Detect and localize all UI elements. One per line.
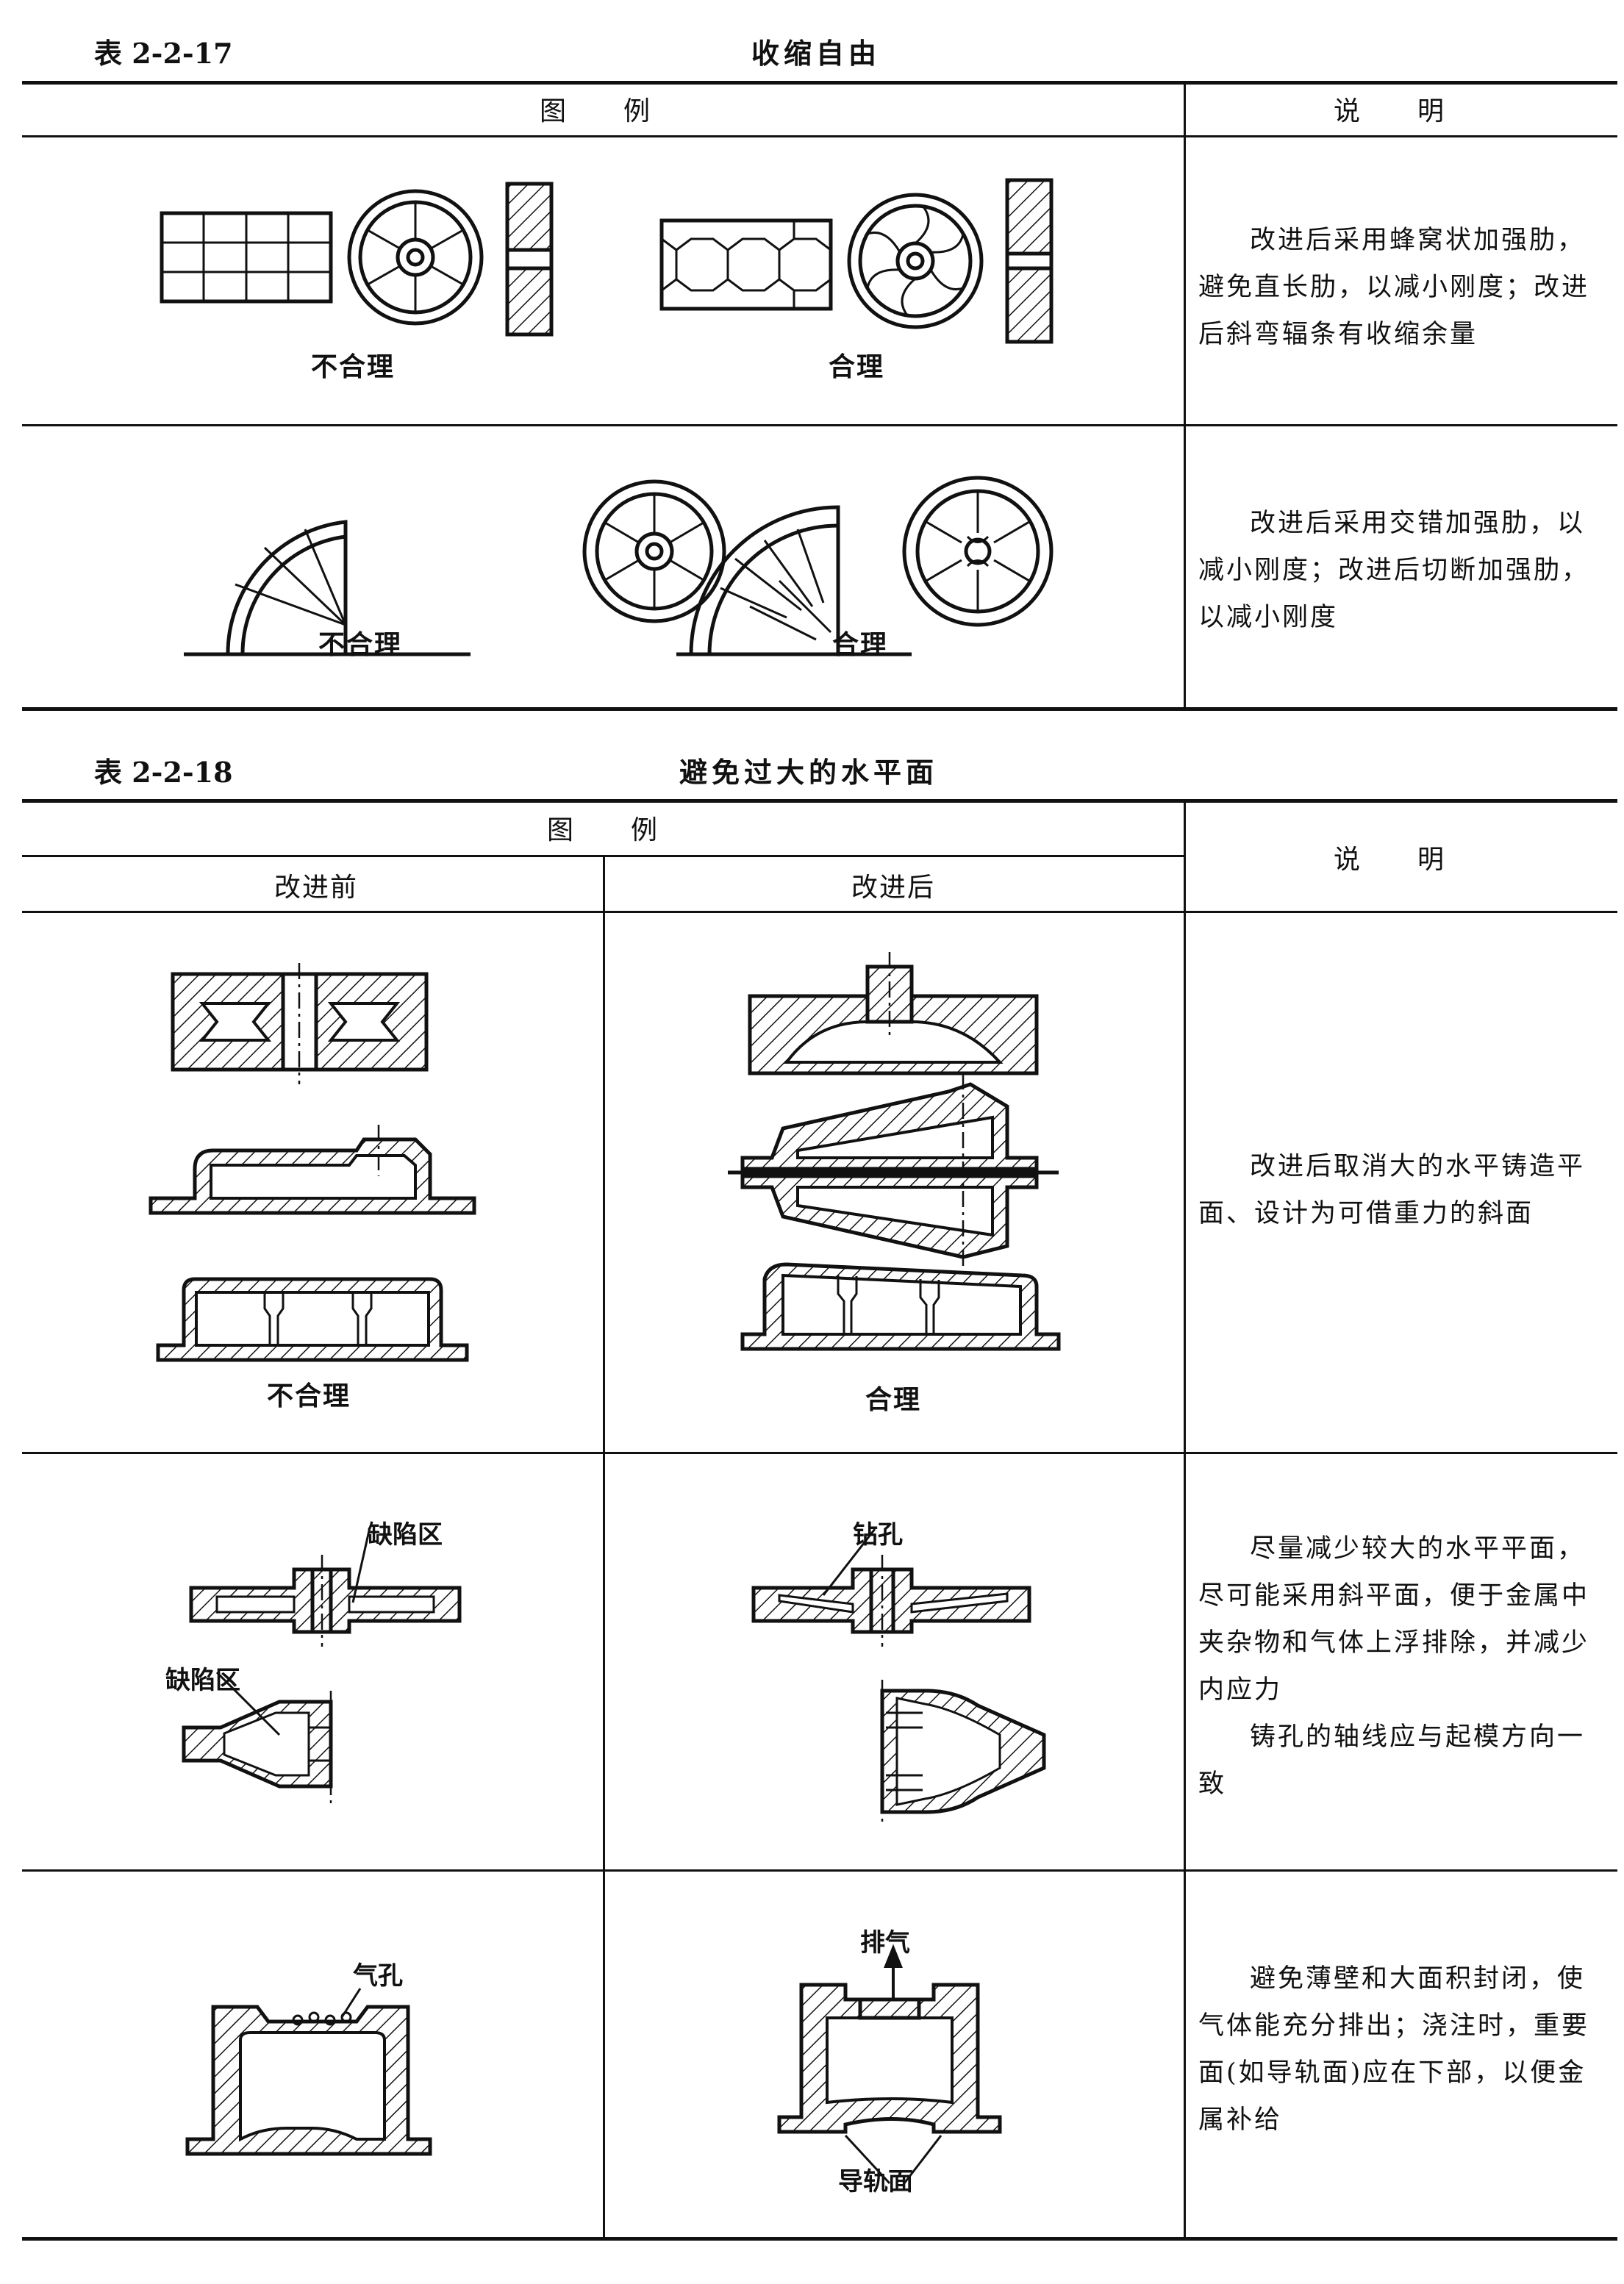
row-rule: [22, 1869, 1617, 1872]
column-divider: [1184, 799, 1186, 2240]
label-defect-area: 缺陷区: [165, 1666, 240, 1695]
column-divider: [603, 855, 605, 2240]
figure-horizontal-before: [149, 963, 476, 1362]
caption-reasonable: 合理: [831, 629, 888, 660]
label-defect-area: 缺陷区: [368, 1520, 443, 1550]
label-vent: 排气: [860, 1928, 910, 1958]
column-header-after: 改进后: [851, 873, 935, 903]
column-header-figure: 图 例: [539, 96, 651, 126]
row-rule: [22, 1452, 1617, 1454]
figure-pore-before: [185, 1988, 432, 2156]
row-note: 改进后取消大的水平铸造平面、设计为可借重力的斜面: [1198, 1152, 1586, 1228]
column-header-before: 改进前: [273, 873, 358, 903]
table-bottom-rule: [22, 2237, 1617, 2241]
row-rule: [22, 424, 1617, 426]
row-note-paragraph: 铸孔的轴线应与起模方向一致: [1198, 1722, 1586, 1799]
caption-unreasonable: 不合理: [318, 629, 402, 660]
figure-drill-after: [751, 1528, 1046, 1823]
row-note: 尽量减少较大的水平平面，尽可能采用斜平面，便于金属中夹杂物和气体上浮排除，并减少…: [1198, 1525, 1595, 1808]
label-guide-face: 导轨面: [838, 2167, 913, 2197]
table-number: 表 2-2-17: [94, 37, 233, 70]
column-header-figure: 图 例: [546, 815, 659, 845]
header-rule: [22, 135, 1617, 137]
column-header-note: 说 明: [1333, 96, 1445, 126]
table-title: 避免过大的水平面: [679, 756, 938, 789]
caption-unreasonable: 不合理: [266, 1381, 351, 1411]
table-number: 表 2-2-18: [94, 756, 233, 789]
table-top-rule: [22, 799, 1617, 803]
caption-reasonable: 合理: [865, 1384, 921, 1415]
figure-rib-grid-bad: [160, 182, 554, 337]
label-drill-hole: 钻孔: [853, 1520, 903, 1550]
row-note: 改进后采用交错加强肋，以减小刚度；改进后切断加强肋，以减小刚度: [1198, 509, 1590, 632]
column-header-note: 说 明: [1333, 845, 1445, 875]
table-bottom-rule: [22, 707, 1617, 711]
header-rule: [22, 911, 1617, 913]
column-divider: [1184, 81, 1186, 709]
figure-rib-honeycomb-good: [659, 178, 1054, 344]
label-gas-pore: 气孔: [353, 1961, 403, 1991]
table-top-rule: [22, 81, 1617, 85]
table-title: 收缩自由: [751, 37, 881, 70]
row-note-paragraph: 尽量减少较大的水平平面，尽可能采用斜平面，便于金属中夹杂物和气体上浮排除，并减少…: [1198, 1534, 1590, 1705]
figure-sector-ribs-bad: [184, 479, 726, 656]
figure-defect-before: [182, 1527, 462, 1805]
caption-unreasonable: 不合理: [310, 351, 395, 382]
figure-vent-after: [777, 1944, 1002, 2185]
figure-horizontal-after: [728, 952, 1061, 1351]
row-note: 避免薄壁和大面积封闭，使气体能充分排出；浇注时，重要面(如导轨面)应在下部，以便…: [1198, 1964, 1590, 2135]
figure-sector-staggered-good: [676, 476, 1054, 656]
caption-reasonable: 合理: [828, 351, 884, 382]
row-note: 改进后采用蜂窝状加强肋，避免直长肋，以减小刚度；改进后斜弯辐条有收缩余量: [1198, 226, 1590, 349]
